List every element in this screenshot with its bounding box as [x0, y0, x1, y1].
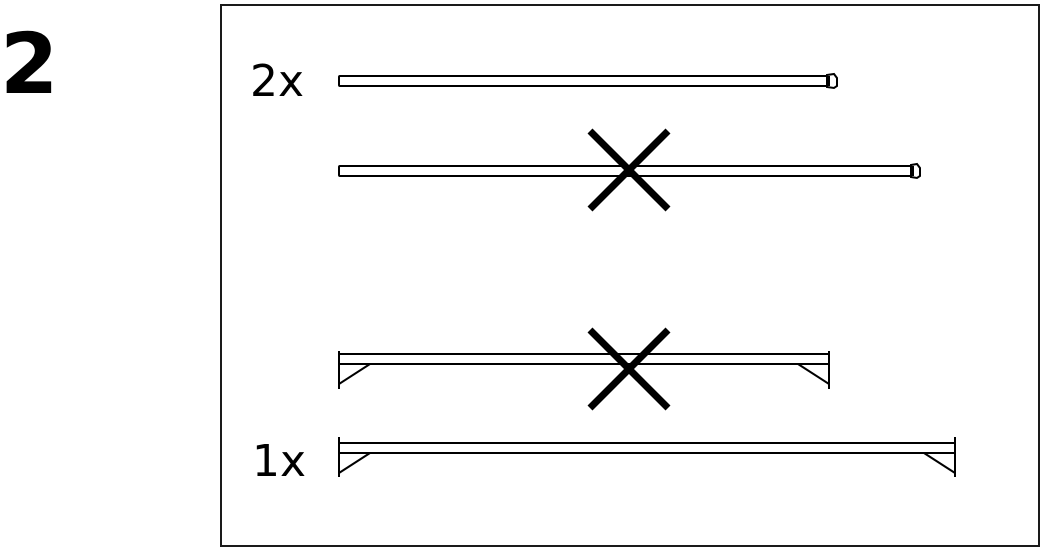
step-number: 2 — [0, 15, 59, 113]
quantity-label-2x: 2x — [250, 56, 304, 107]
instruction-panel — [220, 4, 1040, 547]
quantity-label-1x: 1x — [252, 436, 306, 487]
cross-mark-icon — [587, 327, 671, 411]
shelf-part-correct — [338, 437, 956, 477]
cross-mark-icon — [587, 128, 671, 212]
rail-part-correct — [338, 72, 838, 90]
shelf-part-wrong — [338, 351, 830, 389]
